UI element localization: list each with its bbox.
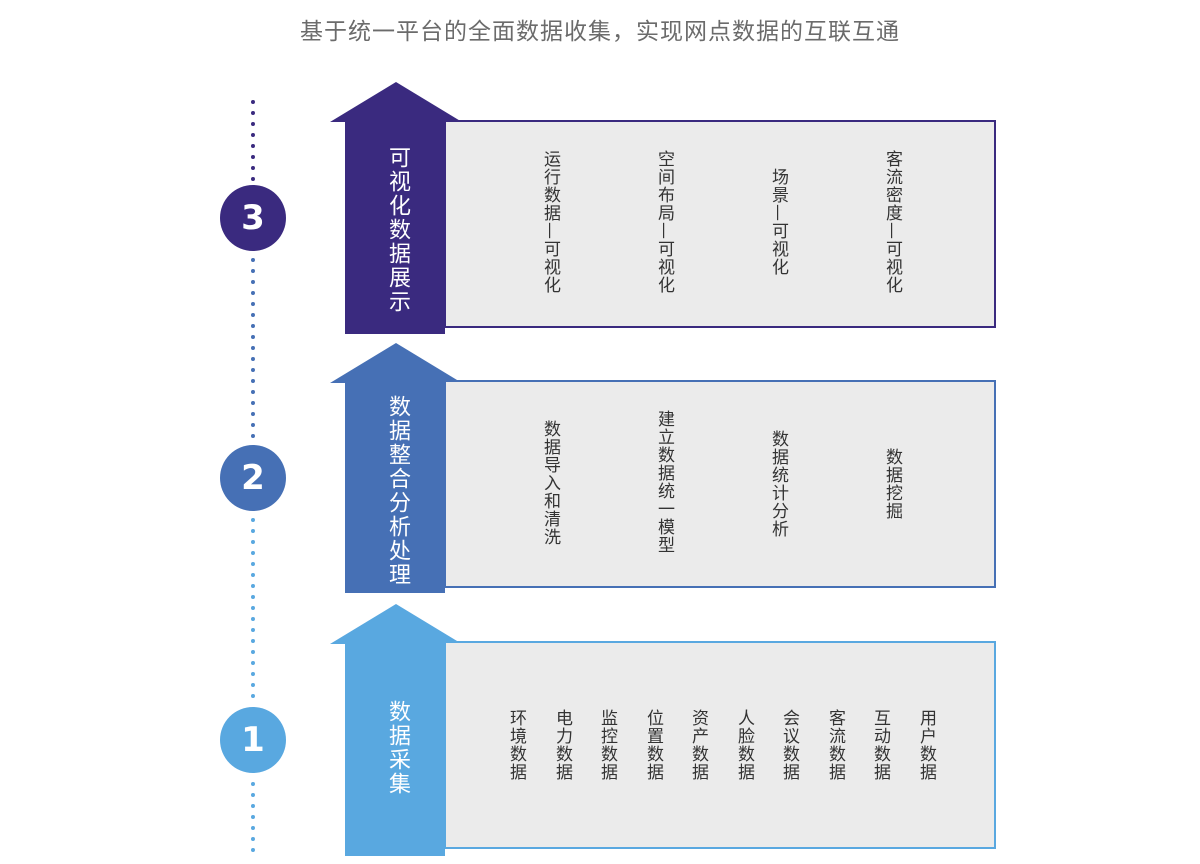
timeline-dot (251, 291, 255, 295)
timeline-dot (251, 412, 255, 416)
timeline-dot (251, 540, 255, 544)
timeline-dot (251, 826, 255, 830)
diagram-title: 基于统一平台的全面数据收集，实现网点数据的互联互通 (300, 19, 900, 45)
layer-3-arrow-head (330, 82, 462, 122)
timeline-dot (251, 280, 255, 284)
timeline-dot (251, 335, 255, 339)
layer-3-arrow: 可视化数据展示 (330, 82, 462, 334)
layer-2-arrow: 数据整合分析处理 (330, 343, 462, 593)
step-1-badge: 1 (220, 707, 286, 773)
timeline-dot (251, 782, 255, 786)
timeline-dot (251, 111, 255, 115)
timeline-dot (251, 793, 255, 797)
timeline-dot (251, 518, 255, 522)
timeline-dot (251, 258, 255, 262)
layer-1-item: 位置数据 (643, 709, 663, 781)
timeline-dot (251, 302, 255, 306)
layer-1-item: 人脸数据 (734, 709, 754, 781)
layer-3-panel: 运行数据—可视化 空间布局—可视化 场景—可视化 客流密度—可视化 (444, 120, 996, 328)
timeline-dot (251, 628, 255, 632)
timeline-dot (251, 551, 255, 555)
timeline-dot (251, 848, 255, 852)
timeline-dot (251, 390, 255, 394)
timeline-dot (251, 269, 255, 273)
timeline-dot (251, 584, 255, 588)
layer-1-item: 监控数据 (597, 709, 617, 781)
timeline-dot (251, 122, 255, 126)
layer-1-item: 会议数据 (779, 709, 799, 781)
timeline-dot (251, 672, 255, 676)
timeline-dot (251, 650, 255, 654)
layer-2-label: 数据整合分析处理 (385, 395, 410, 587)
layer-1-item: 资产数据 (688, 709, 708, 781)
layer-1-item: 电力数据 (552, 709, 572, 781)
layer-1-arrow-shaft: 数据采集 (345, 644, 445, 856)
timeline-dot (251, 837, 255, 841)
layer-3-arrow-shaft: 可视化数据展示 (345, 122, 445, 334)
timeline-dot (251, 595, 255, 599)
step-2-badge: 2 (220, 445, 286, 511)
timeline-dot (251, 639, 255, 643)
timeline-dot (251, 573, 255, 577)
timeline-dot (251, 100, 255, 104)
layer-2-panel: 数据导入和清洗 建立数据统一模型 数据统计分析 数据挖掘 (444, 380, 996, 588)
timeline-dot (251, 804, 255, 808)
timeline-dot (251, 379, 255, 383)
layer-1-label: 数据采集 (385, 700, 410, 796)
timeline-dot (251, 324, 255, 328)
layer-1-arrow-head (330, 604, 462, 644)
timeline-dot (251, 606, 255, 610)
timeline-dot (251, 562, 255, 566)
timeline-dot (251, 434, 255, 438)
timeline-dots-mid (248, 258, 258, 445)
timeline-dot (251, 423, 255, 427)
timeline-dots-low (248, 518, 258, 705)
layer-2-arrow-head (330, 343, 462, 383)
timeline-dot (251, 401, 255, 405)
timeline-dot (251, 694, 255, 698)
timeline-dots-bottom (248, 782, 258, 859)
timeline-dot (251, 133, 255, 137)
layer-3-item: 场景—可视化 (768, 168, 788, 276)
layer-3-label: 可视化数据展示 (385, 146, 410, 314)
timeline-dot (251, 155, 255, 159)
layer-3-item: 运行数据—可视化 (540, 150, 560, 294)
layer-3-item: 空间布局—可视化 (654, 150, 674, 294)
layer-1-item: 客流数据 (825, 709, 845, 781)
timeline-dot (251, 357, 255, 361)
timeline-dot (251, 617, 255, 621)
timeline-dot (251, 368, 255, 372)
layer-1-item: 互动数据 (870, 709, 890, 781)
layer-1-item: 用户数据 (916, 709, 936, 781)
layer-2-item: 数据挖掘 (882, 448, 902, 520)
layer-2-arrow-shaft: 数据整合分析处理 (345, 383, 445, 593)
step-3-badge: 3 (220, 185, 286, 251)
layer-2-item: 数据导入和清洗 (540, 420, 560, 546)
layer-3-item: 客流密度—可视化 (882, 150, 902, 294)
timeline-dot (251, 529, 255, 533)
layer-1-arrow: 数据采集 (330, 604, 462, 856)
timeline-dot (251, 815, 255, 819)
timeline-dot (251, 683, 255, 687)
layer-2-item: 数据统计分析 (768, 430, 788, 538)
timeline-dot (251, 166, 255, 170)
timeline-dot (251, 177, 255, 181)
timeline-dot (251, 346, 255, 350)
timeline-dots-top (248, 100, 258, 188)
layer-2-item: 建立数据统一模型 (654, 410, 674, 554)
layer-1-item: 环境数据 (506, 709, 526, 781)
layer-1-panel: 环境数据 电力数据 监控数据 位置数据 资产数据 人脸数据 会议数据 客流数据 … (444, 641, 996, 849)
timeline-dot (251, 661, 255, 665)
timeline-dot (251, 313, 255, 317)
timeline-dot (251, 144, 255, 148)
